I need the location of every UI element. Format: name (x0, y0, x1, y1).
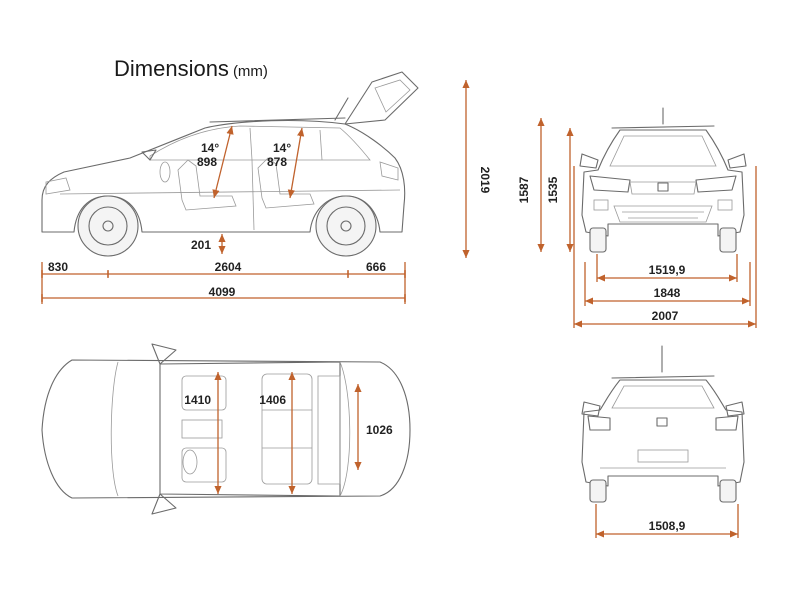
boot-width-label: 1026 (366, 423, 393, 437)
height-with-roof-bars-label: 1587 (517, 176, 531, 203)
rear-view-car (581, 345, 745, 503)
top-view-dimensions (214, 372, 362, 494)
overall-length-label: 4099 (209, 285, 236, 299)
front-overhang-label: 830 (48, 260, 68, 274)
title-text: Dimensions (114, 56, 229, 81)
wheelbase-label: 2604 (215, 260, 242, 274)
rear-track-label: 1508,9 (649, 519, 686, 533)
width-label: 1848 (654, 286, 681, 300)
width-with-mirrors-label: 2007 (652, 309, 679, 323)
front-seatback-angle-label: 14° (201, 141, 219, 155)
diagram-title: Dimensions(mm) (114, 56, 268, 82)
height-tailgate-open-label: 2019 (478, 167, 492, 194)
rear-headroom-label: 878 (267, 155, 287, 169)
height-label: 1535 (546, 176, 560, 203)
top-view-car (41, 343, 411, 515)
title-unit: (mm) (232, 63, 268, 80)
rear-elbow-width-label: 1406 (259, 393, 286, 407)
front-view-dimensions (537, 118, 757, 328)
side-view-car (41, 71, 419, 257)
side-view-dimensions (41, 80, 470, 304)
front-view-car (579, 107, 747, 253)
front-elbow-width-label: 1410 (184, 393, 211, 407)
rear-overhang-label: 666 (366, 260, 386, 274)
rear-seatback-angle-label: 14° (273, 141, 291, 155)
front-headroom-label: 898 (197, 155, 217, 169)
rear-view-dimensions (595, 504, 739, 538)
ground-clearance-label: 201 (191, 238, 211, 252)
front-track-label: 1519,9 (649, 263, 686, 277)
